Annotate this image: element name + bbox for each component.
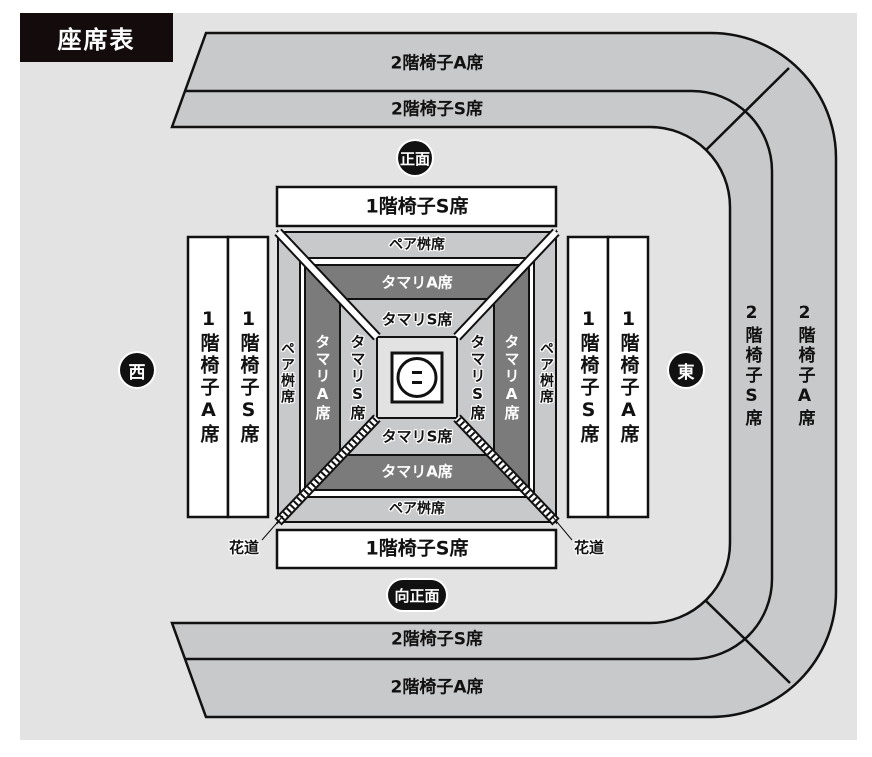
hanamichi-leader-left	[261, 515, 284, 541]
floor2-right-a-label: 2階椅子A席	[794, 303, 815, 429]
aisle-top-left	[275, 229, 380, 340]
floor1-bottom-s-block[interactable]	[275, 528, 558, 570]
tamari-a-top-label: タマリA席	[381, 273, 453, 292]
hanamichi-right-label: 花道	[573, 538, 605, 557]
direction-west-badge: 西	[120, 353, 154, 387]
floor1-left-s-label: 1階椅子S席	[237, 308, 260, 446]
pair-masu-right-label: ペア桝席	[538, 341, 554, 405]
tamari-s-right-label: タマリS席	[468, 334, 487, 422]
hanamichi-left-label: 花道	[228, 538, 260, 557]
floor2-bottom-s-label: 2階椅子S席	[390, 629, 484, 650]
page-title: 座席表	[20, 13, 173, 62]
floor1-left-s-block[interactable]	[226, 235, 270, 519]
floor1-bottom-s-label: 1階椅子S席	[365, 537, 469, 560]
floor2-ring[interactable]	[170, 31, 838, 719]
floor1-top-s-label: 1階椅子S席	[365, 195, 469, 218]
shikiri-line	[412, 371, 422, 374]
tamari-a-right-label: タマリA席	[502, 334, 521, 422]
direction-east-badge: 東	[669, 353, 703, 387]
floor1-right-s-block[interactable]	[566, 235, 610, 519]
floor2-top-a-label: 2階椅子A席	[390, 53, 484, 74]
floor1-right-a-label: 1階椅子A席	[617, 308, 640, 446]
tamari-s-left-label: タマリS席	[348, 334, 367, 422]
tamari-a-bottom-label: タマリA席	[381, 462, 453, 481]
hanamichi-west	[275, 415, 380, 525]
floor2-top-s-label: 2階椅子S席	[390, 99, 484, 120]
gap-bottom-section	[298, 489, 536, 498]
pair-masu-bottom-label: ペア桝席	[389, 501, 445, 517]
floor2-bottom-a-label: 2階椅子A席	[390, 677, 484, 698]
dohyo-ring	[396, 357, 438, 398]
tamari-s-bottom-label: タマリS席	[381, 427, 453, 446]
shikiri-line	[412, 381, 422, 384]
tamari-a-left-label: タマリA席	[313, 334, 332, 422]
pair-masu-top-label: ペア桝席	[389, 237, 445, 253]
floor1-top-s-block[interactable]	[275, 185, 558, 228]
gap-top-section	[298, 257, 536, 266]
pair-masu-left-label: ペア桝席	[279, 341, 295, 405]
floor1-left-a-label: 1階椅子A席	[197, 308, 220, 446]
floor2-right-s-label: 2階椅子S席	[741, 303, 762, 429]
floor1-left-a-block[interactable]	[186, 235, 230, 519]
direction-back-badge: 向正面	[388, 580, 446, 610]
hanamichi-east	[454, 415, 559, 525]
aisle-top-right	[454, 229, 559, 340]
floor1-right-a-block[interactable]	[606, 235, 650, 519]
floor2-corner-divider-top	[705, 67, 790, 151]
floor2-corner-divider-bottom	[705, 600, 791, 684]
floor1-right-s-label: 1階椅子S席	[577, 308, 600, 446]
floor2-divider	[185, 89, 774, 661]
tamari-s-top-label: タマリS席	[381, 310, 453, 329]
direction-front-badge: 正面	[398, 141, 432, 175]
aisles	[274, 228, 560, 526]
hanamichi-leader-right	[551, 515, 573, 541]
